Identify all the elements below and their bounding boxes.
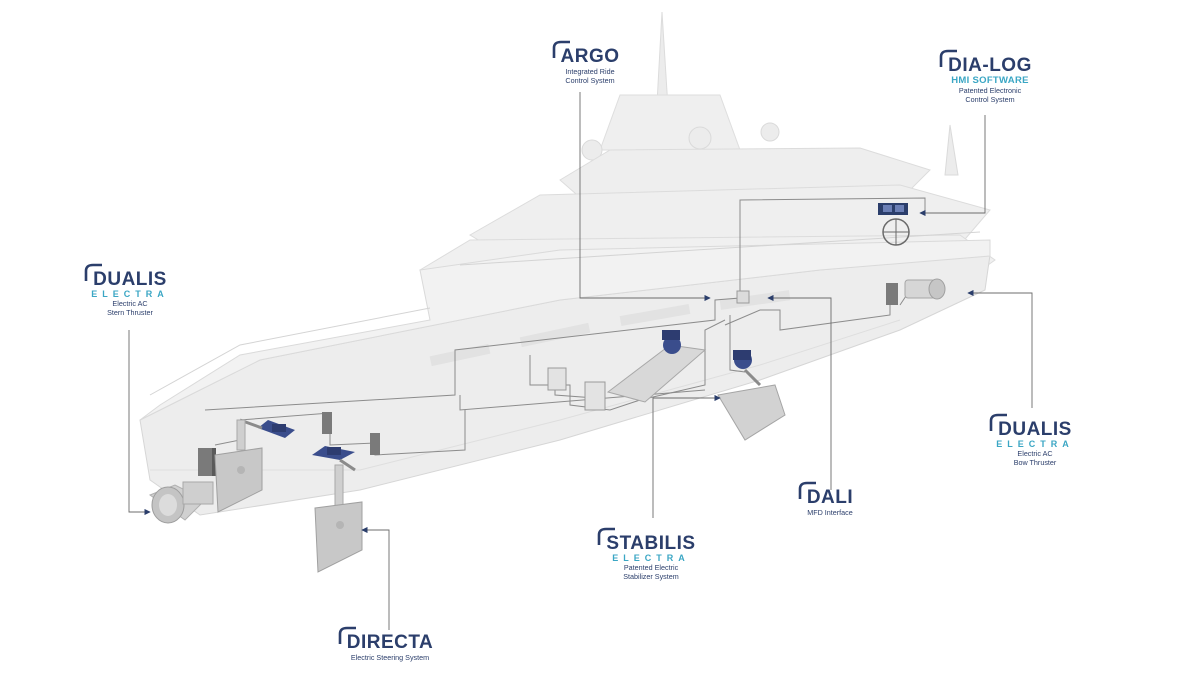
bow-cabinet [886,283,898,305]
dualis-stern-brand: DUALIS [84,263,167,289]
callout-dialog: DIA-LOG HMI SOFTWARE Patented Electronic… [930,49,1050,104]
leader-dualis-bow [967,289,1033,408]
argo-brand: ARGO [552,40,620,66]
dualis-bow-desc-2: Bow Thruster [1013,458,1057,467]
dualis-bow-sub: ELECTRA [996,439,1074,449]
callout-leaders [128,92,1033,630]
dualis-stern-desc-1: Electric AC [112,299,148,308]
stabilizer-cabinet-1 [547,367,567,391]
callout-argo: ARGO Integrated Ride Control System [540,40,640,85]
stabilis-desc-2: Stabilizer System [623,572,679,581]
steering-actuator-2 [312,446,356,472]
brand-arch-icon [598,527,616,545]
directa-brand: DIRECTA [338,626,434,652]
dialog-brand: DIA-LOG [939,49,1032,75]
main-deck [139,239,991,421]
brand-arch-icon [989,413,1008,431]
dualis-bow-brand: DUALIS [989,413,1072,439]
stabilizer-fin-2 [717,350,786,441]
yacht-illustration [139,11,996,516]
dualis-stern-sub: ELECTRA [91,289,169,299]
brand-arch-icon [798,481,816,499]
leader-stabilis [652,394,721,518]
callout-dualis-stern: DUALIS ELECTRA Electric AC Stern Thruste… [80,263,180,317]
dialog-sub: HMI SOFTWARE [951,75,1029,86]
stabilis-brand: STABILIS [598,527,695,553]
hull-waterline [150,319,901,471]
dualis-bow-desc-1: Electric AC [1017,449,1053,458]
brand-arch-icon [338,626,356,644]
dali-desc-1: MFD Interface [807,508,853,517]
stabilis-desc-1: Patented Electric [623,563,679,572]
control-cabinet-2 [322,412,332,434]
rudder-1 [214,419,263,513]
callout-dali: DALI MFD Interface [790,481,870,517]
control-cabinet-3 [370,433,380,455]
callout-directa: DIRECTA Electric Steering System [330,626,450,662]
railing [149,231,981,396]
brand-arch-icon [939,49,958,67]
stabilis-sub: ELECTRA [612,553,690,563]
radome-3 [581,139,603,161]
radome-1 [688,126,712,150]
leader-dualis-stern [128,330,151,516]
control-cabinet-1 [198,448,216,476]
leader-dialog [919,115,986,217]
argo-desc-1: Integrated Ride [565,67,615,76]
dialog-desc-2: Control System [965,94,1015,104]
bow-pulpit [944,124,959,176]
stabilizer-cabinet-2 [584,381,606,411]
callout-dualis-bow: DUALIS ELECTRA Electric AC Bow Thruster [985,413,1085,467]
hull-windows [429,290,791,367]
helm-station [878,203,910,246]
brand-arch-icon [552,40,570,58]
leader-argo [579,92,711,302]
stabilizer-fin-1 [606,330,707,403]
control-box [736,290,750,304]
rudder-2 [314,464,363,573]
argo-desc-2: Control System [565,76,615,85]
radome-2 [760,122,780,142]
brand-arch-icon [84,263,103,281]
leader-dali [767,294,832,490]
stern-thruster-tunnel [148,481,214,524]
directa-desc-1: Electric Steering System [350,653,430,662]
dali-brand: DALI [798,481,853,507]
equipment [148,203,946,573]
dualis-stern-desc-2: Stern Thruster [107,308,153,317]
leader-directa [361,526,390,630]
radar-arch [599,94,741,151]
dialog-desc-1: Patented Electronic [958,85,1022,95]
callout-stabilis: STABILIS ELECTRA Patented Electric Stabi… [596,527,706,581]
bow-thruster-motor [904,278,946,300]
